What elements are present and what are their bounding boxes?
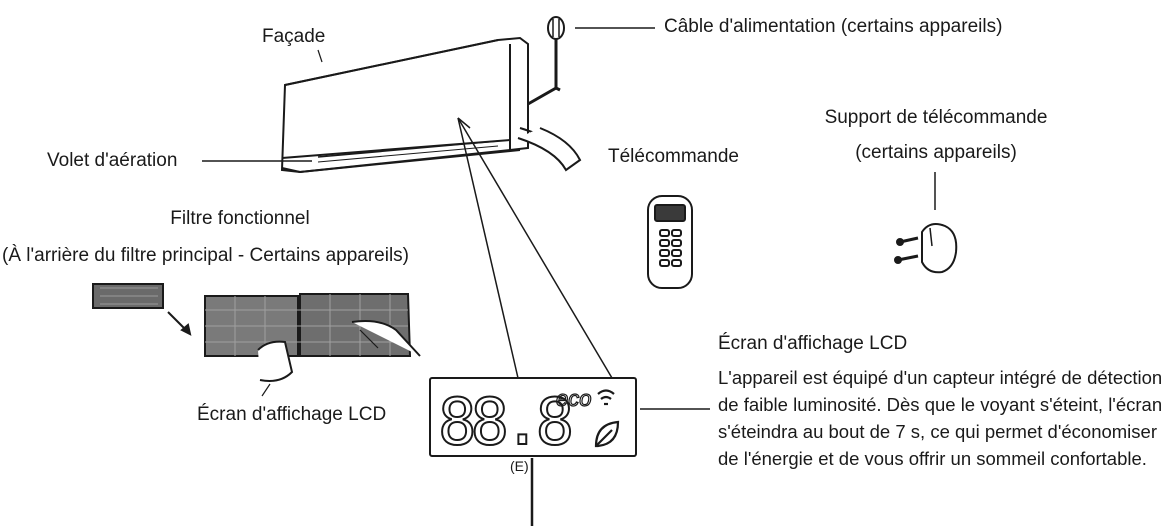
power-plug-icon (547, 16, 565, 40)
functional-filter (92, 283, 192, 336)
label-filter-note: (À l'arrière du filtre principal - Certa… (2, 245, 409, 266)
label-facade: Façade (262, 26, 326, 47)
label-power-cable: Câble d'alimentation (certains appareils… (664, 16, 1003, 37)
label-air-flap: Volet d'aération (47, 150, 178, 171)
lcd-projection-lines (457, 117, 613, 379)
lcd-panel (429, 377, 637, 457)
power-cable (517, 38, 582, 172)
label-remote: Télécommande (608, 146, 739, 167)
wifi-icon (597, 389, 615, 406)
label-display-description: L'appareil est équipé d'un capteur intég… (718, 367, 1163, 469)
indoor-unit (280, 36, 529, 174)
label-display-title: Écran d'affichage LCD (718, 333, 908, 354)
remote-holder (894, 223, 958, 274)
label-remote-holder-line2: (certains appareils) (855, 142, 1017, 163)
main-filter (204, 293, 421, 397)
label-remote-holder-line1: Support de télécommande (824, 107, 1048, 128)
remote-control (647, 195, 693, 289)
leader-facade (317, 49, 323, 63)
leaf-icon (594, 420, 620, 448)
lcd-eco-text: eco (556, 386, 591, 411)
label-marker-e: (E) (510, 458, 529, 474)
label-functional-filter: Filtre fonctionnel (170, 208, 310, 229)
label-lcd-screen: Écran d'affichage LCD (197, 404, 387, 425)
lcd-digits: 88.8 (438, 386, 571, 460)
